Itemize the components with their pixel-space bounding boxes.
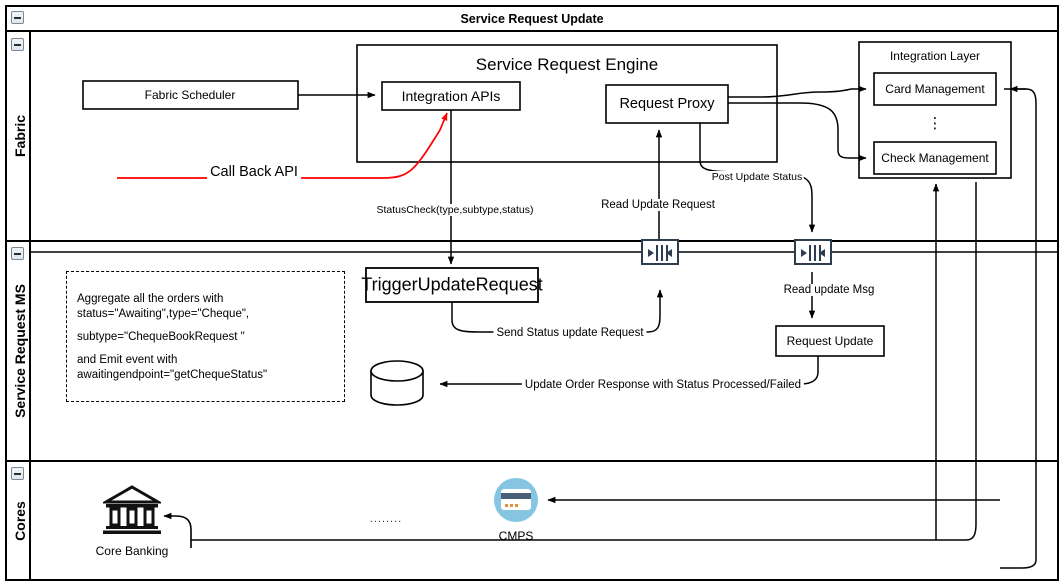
integration-layer-title: Integration Layer bbox=[889, 49, 981, 63]
annotation-line-1: Aggregate all the orders with bbox=[77, 293, 224, 305]
mq-arrow-left-icon bbox=[648, 249, 654, 257]
fabric-scheduler-label[interactable]: Fabric Scheduler bbox=[144, 88, 236, 102]
ms-lane-shapes bbox=[365, 267, 885, 357]
request-update-box bbox=[775, 325, 885, 357]
lane-title-cores: Cores bbox=[12, 501, 28, 541]
lane-title-fabric: Fabric bbox=[12, 114, 28, 158]
collapse-minus-icon-lane-cores[interactable] bbox=[11, 467, 24, 480]
card-management-label[interactable]: Card Management bbox=[885, 82, 985, 96]
annotation-line-2: status="Awaiting",type="Cheque", bbox=[77, 308, 250, 320]
mq-arrow-right-icon bbox=[666, 249, 672, 257]
credit-card-circle-icon bbox=[494, 478, 538, 522]
edge-label-post-update-status: Post Update Status bbox=[709, 171, 805, 183]
integration-apis-label[interactable]: Integration APIs bbox=[401, 88, 501, 104]
page-title: Service Request Update bbox=[460, 12, 604, 26]
lane-title-service-request-ms: Service Request MS bbox=[12, 284, 28, 418]
annotation-box: Aggregate all the orders with status="Aw… bbox=[66, 271, 345, 402]
message-queue-icon-2[interactable] bbox=[794, 239, 832, 265]
mq-arrow-left-icon bbox=[801, 249, 807, 257]
check-management-label[interactable]: Check Management bbox=[881, 151, 989, 165]
request-proxy-label[interactable]: Request Proxy bbox=[619, 96, 715, 112]
call-back-api-label: Call Back API bbox=[207, 164, 301, 180]
service-request-engine-title: Service Request Engine bbox=[475, 55, 659, 74]
request-update-label[interactable]: Request Update bbox=[786, 334, 874, 348]
bank-building-icon bbox=[103, 485, 161, 534]
integration-apis-box bbox=[381, 81, 521, 111]
request-proxy-box bbox=[605, 84, 729, 124]
edge-card-management-return bbox=[1000, 88, 1037, 569]
message-queue-icon-1[interactable] bbox=[641, 239, 679, 265]
cores-ellipsis: ........ bbox=[369, 513, 403, 525]
edge-label-send-status-update-request: Send Status update Request bbox=[493, 327, 647, 339]
edge-label-read-update-request: Read Update Request bbox=[598, 199, 718, 211]
vertical-ellipsis-icon: ⋮ bbox=[927, 115, 943, 132]
edge-label-read-update-msg: Read update Msg bbox=[780, 284, 878, 296]
edge-label-status-check: StatusCheck(type,subtype,status) bbox=[374, 204, 536, 216]
fabric-lane-shapes bbox=[82, 41, 1012, 179]
trigger-update-request-box bbox=[365, 267, 539, 303]
check-management-box bbox=[873, 141, 997, 175]
edge-proxy-to-card-management bbox=[728, 85, 867, 98]
annotation-line-4: and Emit event with bbox=[77, 354, 178, 366]
cmps-label: CMPS bbox=[498, 529, 534, 543]
card-management-box bbox=[873, 72, 997, 106]
edge-cores-riser-check bbox=[191, 186, 977, 541]
mq-arrow-right-icon bbox=[819, 249, 825, 257]
collapse-minus-icon-lane-fabric[interactable] bbox=[11, 38, 24, 51]
edge-label-update-order-response: Update Order Response with Status Proces… bbox=[521, 379, 805, 391]
edge-call-back-api bbox=[117, 112, 448, 179]
core-banking-label: Core Banking bbox=[95, 544, 169, 558]
edge-to-core-banking bbox=[163, 512, 192, 548]
trigger-update-request-label[interactable]: TriggerUpdateRequest bbox=[361, 274, 543, 295]
collapse-minus-icon-pool[interactable] bbox=[11, 11, 24, 24]
annotation-line-3: subtype="ChequeBookRequest " bbox=[77, 331, 245, 343]
collapse-minus-icon-lane-ms[interactable] bbox=[11, 247, 24, 260]
database-cylinder-icon bbox=[370, 360, 424, 406]
annotation-line-5: awaitingendpoint="getChequeStatus" bbox=[77, 369, 268, 381]
edge-proxy-to-check-management bbox=[728, 102, 867, 162]
